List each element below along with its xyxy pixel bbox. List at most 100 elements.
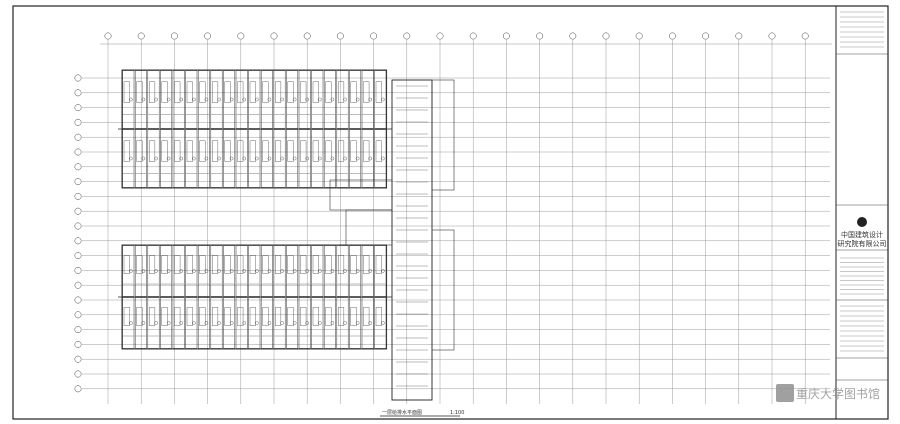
axis-bubble — [74, 74, 82, 82]
company-name-line2: 研究院有限公司 — [838, 239, 887, 248]
room-cell — [260, 245, 273, 297]
axis-bubble — [74, 370, 82, 378]
room-cell — [160, 297, 173, 349]
room-cell — [122, 129, 135, 188]
axis-bubble — [74, 252, 82, 260]
room-cell — [336, 245, 349, 297]
room-cell — [323, 70, 336, 129]
room-cell — [172, 297, 185, 349]
axis-grid — [74, 32, 832, 404]
company-logo — [857, 217, 867, 227]
axis-bubble — [74, 104, 82, 112]
room-cell — [349, 129, 362, 188]
axis-bubble — [74, 355, 82, 363]
room-cell — [185, 245, 198, 297]
axis-bubble — [74, 133, 82, 141]
axis-bubble — [403, 32, 411, 40]
axis-bubble — [768, 32, 776, 40]
room-cell — [361, 129, 374, 188]
room-cell — [223, 129, 236, 188]
axis-bubble — [436, 32, 444, 40]
room-cell — [197, 297, 210, 349]
room-cell — [349, 70, 362, 129]
axis-bubble — [74, 237, 82, 245]
stair-core — [329, 79, 455, 401]
room-cell — [286, 245, 299, 297]
room-cell — [160, 245, 173, 297]
axis-bubble — [469, 32, 477, 40]
company-name-line1: 中国建筑设计 — [841, 230, 883, 239]
axis-bubble — [104, 32, 112, 40]
room-cell — [311, 245, 324, 297]
room-cell — [361, 70, 374, 129]
room-cell — [273, 70, 286, 129]
sheet-border — [12, 5, 889, 420]
axis-bubble — [602, 32, 610, 40]
room-cell — [134, 70, 147, 129]
room-cell — [336, 70, 349, 129]
room-cell — [361, 245, 374, 297]
room-cell — [286, 297, 299, 349]
room-cell — [210, 245, 223, 297]
room-cell — [311, 129, 324, 188]
axis-bubble — [74, 326, 82, 334]
room-cell — [210, 129, 223, 188]
axis-bubble — [74, 163, 82, 171]
axis-bubble — [270, 32, 278, 40]
axis-bubble — [370, 32, 378, 40]
room-cell — [147, 70, 160, 129]
room-cell — [298, 245, 311, 297]
room-cell — [134, 129, 147, 188]
axis-bubble — [735, 32, 743, 40]
room-cell — [160, 129, 173, 188]
room-cell — [361, 297, 374, 349]
room-cell — [374, 245, 387, 297]
room-cell — [374, 129, 387, 188]
room-cell — [311, 297, 324, 349]
room-cell — [172, 70, 185, 129]
room-cell — [235, 129, 248, 188]
axis-bubble — [74, 89, 82, 97]
drawing-scale: 1:100 — [450, 410, 464, 416]
axis-bubble — [74, 296, 82, 304]
room-cell — [147, 245, 160, 297]
room-cell — [235, 70, 248, 129]
library-watermark: 重庆大学图书馆 — [776, 384, 880, 402]
room-cell — [160, 70, 173, 129]
axis-bubble — [137, 32, 145, 40]
axis-bubble — [502, 32, 510, 40]
room-cell — [374, 297, 387, 349]
axis-bubble — [74, 207, 82, 215]
axis-bubble — [237, 32, 245, 40]
room-cell — [223, 297, 236, 349]
room-cell — [336, 129, 349, 188]
room-cell — [122, 297, 135, 349]
room-cell — [147, 297, 160, 349]
room-cell — [260, 70, 273, 129]
room-cell — [197, 245, 210, 297]
title-block: 中国建筑设计 研究院有限公司 — [835, 6, 888, 419]
axis-bubble — [702, 32, 710, 40]
axis-bubble — [74, 192, 82, 200]
room-cell — [298, 70, 311, 129]
room-cell — [248, 129, 261, 188]
room-cell — [172, 129, 185, 188]
room-cell — [210, 297, 223, 349]
room-cell — [273, 297, 286, 349]
room-cell — [185, 70, 198, 129]
room-cell — [286, 70, 299, 129]
room-cell — [298, 297, 311, 349]
axis-bubble — [74, 222, 82, 230]
axis-bubble — [801, 32, 809, 40]
axis-bubble — [336, 32, 344, 40]
axis-bubble — [303, 32, 311, 40]
axis-bubble — [74, 148, 82, 156]
svg-text:重庆大学图书馆: 重庆大学图书馆 — [796, 386, 880, 401]
room-cell — [311, 70, 324, 129]
axis-bubble — [74, 385, 82, 393]
room-cell — [286, 129, 299, 188]
room-cell — [260, 129, 273, 188]
room-cell — [349, 245, 362, 297]
